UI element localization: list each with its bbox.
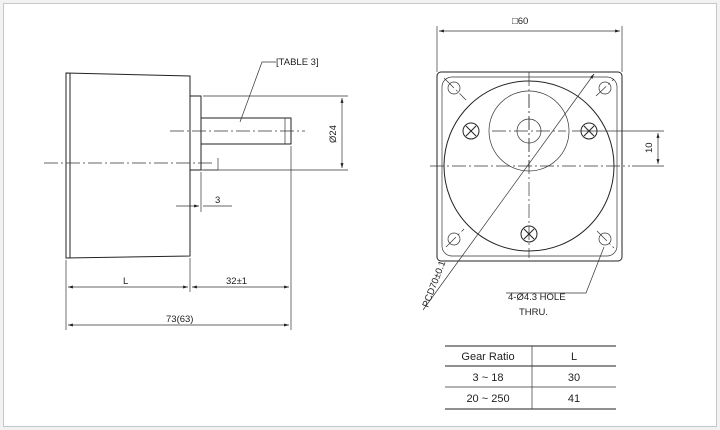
table-cell: 30 (568, 372, 580, 384)
shaft-diameter-label: Ø24 (328, 125, 339, 143)
table-ref-label: [TABLE 3] (276, 57, 319, 68)
offset-10-label: 10 (644, 142, 655, 153)
mounting-hole-bottom-left (445, 228, 465, 248)
screw-bottom (520, 225, 538, 243)
hole-note-label: 4-Ø4.3 HOLE (508, 292, 566, 303)
table-header-l: L (571, 351, 577, 363)
mounting-hole-bottom-right (596, 230, 615, 249)
mounting-plate-outer (436, 71, 623, 262)
front-view: □60 (421, 16, 664, 318)
total-length-label: 73(63) (166, 314, 193, 325)
pcd-leader-line (422, 73, 595, 311)
length-l-label: L (123, 276, 128, 287)
motor-body (65, 72, 191, 259)
screw-left (462, 122, 480, 140)
offset-3-label: 3 (215, 195, 220, 206)
table-cell: 20 ~ 250 (466, 393, 509, 405)
square-size-label: □60 (512, 16, 528, 27)
mounting-hole-top-right (595, 78, 615, 97)
gear-ratio-table: Gear Ratio L 3 ~ 18 30 20 ~ 250 41 (445, 345, 616, 410)
pcd-label: PCD70±0.1 (421, 259, 449, 309)
mounting-hole-top-left (443, 77, 467, 101)
side-view: [TABLE 3] Ø24 3 L 32±1 73(63) (44, 57, 348, 330)
table-cell: 3 ~ 18 (473, 372, 504, 384)
hole-note-leader (506, 246, 605, 294)
mounting-plate-inner (441, 76, 618, 257)
table-ref-leader (239, 61, 276, 123)
hole-note-thru-label: THRU. (519, 307, 548, 318)
flange (189, 95, 202, 171)
table-cell: 41 (568, 393, 580, 405)
table-header-gear-ratio: Gear Ratio (461, 351, 514, 363)
shaft-length-label: 32±1 (226, 276, 247, 287)
